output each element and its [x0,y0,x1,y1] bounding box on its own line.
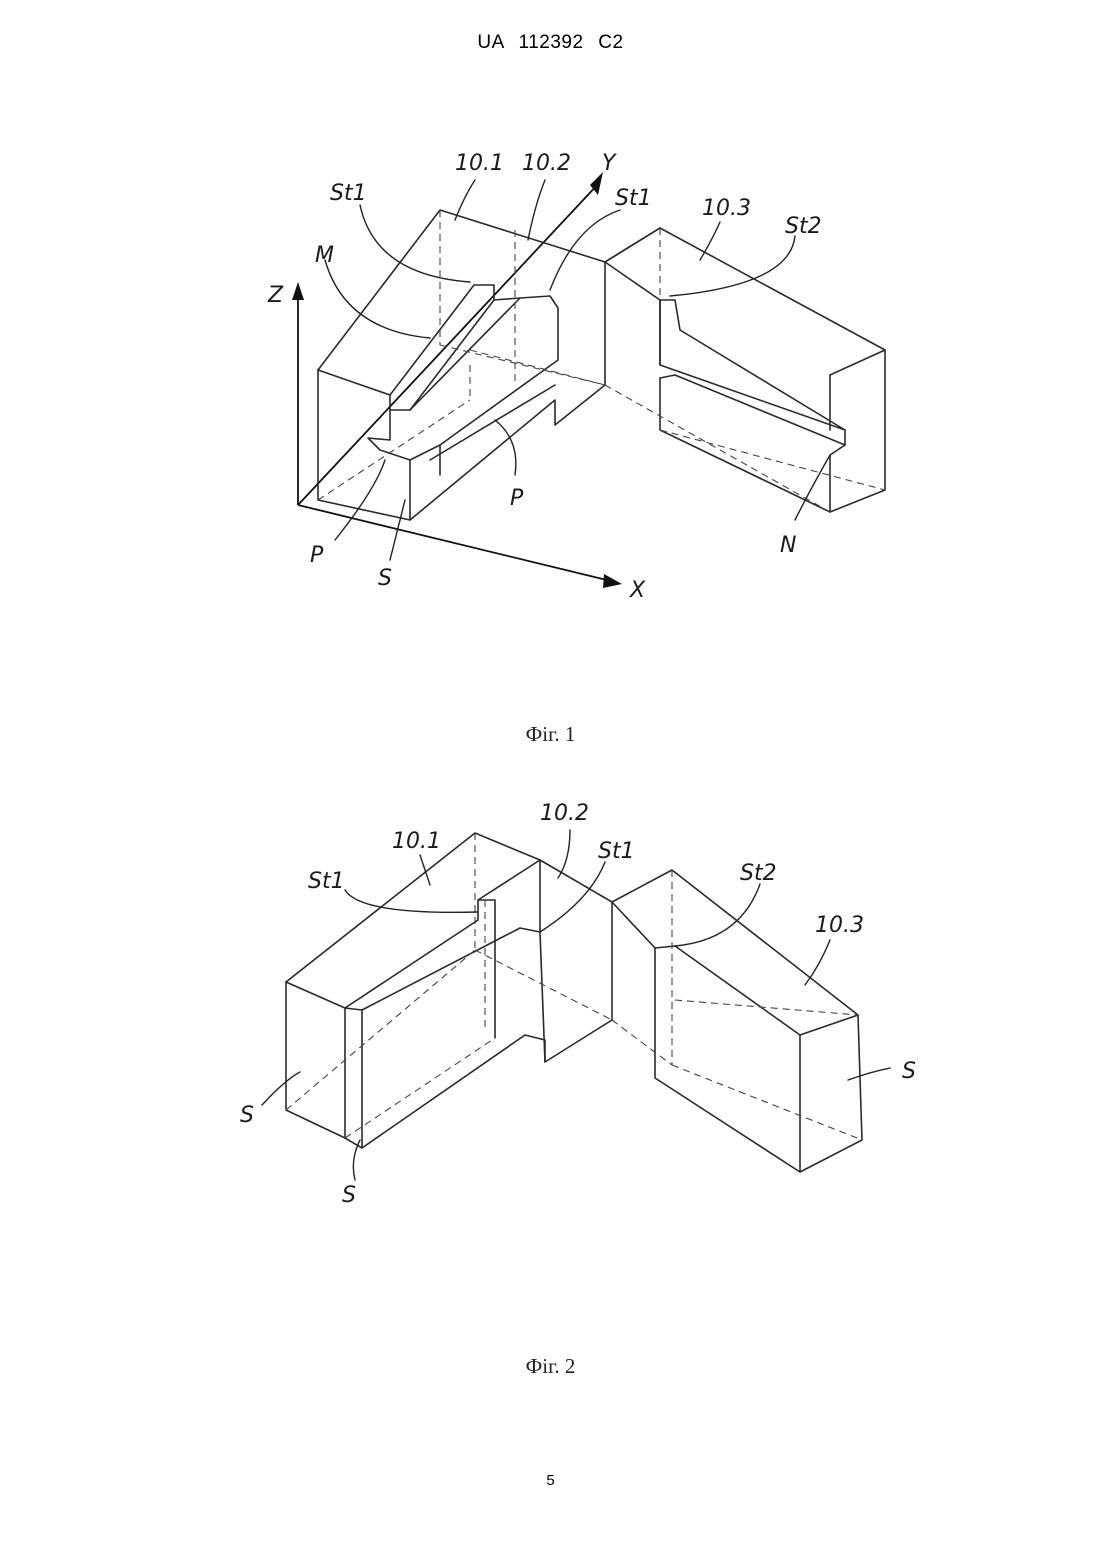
figure-1-drawing: 10.1 10.2 Y St1 St1 10.3 St2 M Z P P S N… [0,130,1101,610]
label-x-axis: X [629,578,646,603]
coordinate-axes [292,172,622,588]
label-10-2: 10.2 [522,151,571,176]
block-left-outline [318,210,660,520]
label-s: S [378,566,392,591]
label-st2: St2 [785,214,822,239]
label-p-right: P [510,486,524,511]
label-st1-right: St1 [598,839,635,864]
label-s-right: S [902,1059,916,1084]
label-st1-left: St1 [308,869,345,894]
label-10-2: 10.2 [540,801,589,826]
block-right-outline [605,228,885,512]
page-number: 5 [0,1472,1101,1489]
figure-2-caption: Фіг. 2 [0,1354,1101,1379]
figure-2-right-hidden-edges [612,870,862,1140]
label-10-1: 10.1 [392,829,441,854]
label-s-bottom: S [342,1183,356,1208]
label-st1-left: St1 [330,181,367,206]
patent-number-header: UA 112392 C2 [0,32,1101,54]
label-z-axis: Z [267,283,284,308]
label-10-3: 10.3 [815,913,864,938]
figure-1-leader-lines [325,180,830,560]
label-st2: St2 [740,861,777,886]
label-10-3: 10.3 [702,196,751,221]
label-10-1: 10.1 [455,151,504,176]
figure-1-caption: Фіг. 1 [0,722,1101,747]
label-st1-right: St1 [615,186,652,211]
label-m: M [315,243,334,268]
label-n: N [780,533,796,558]
label-y-axis: Y [602,151,617,176]
figure-2-leader-lines [262,830,890,1180]
label-p-left: P [310,543,324,568]
block-left-hidden-edges [318,210,605,500]
label-s-left: S [240,1103,254,1128]
figure-2-drawing: 10.1 10.2 St1 St1 St2 10.3 S S S [0,790,1101,1220]
